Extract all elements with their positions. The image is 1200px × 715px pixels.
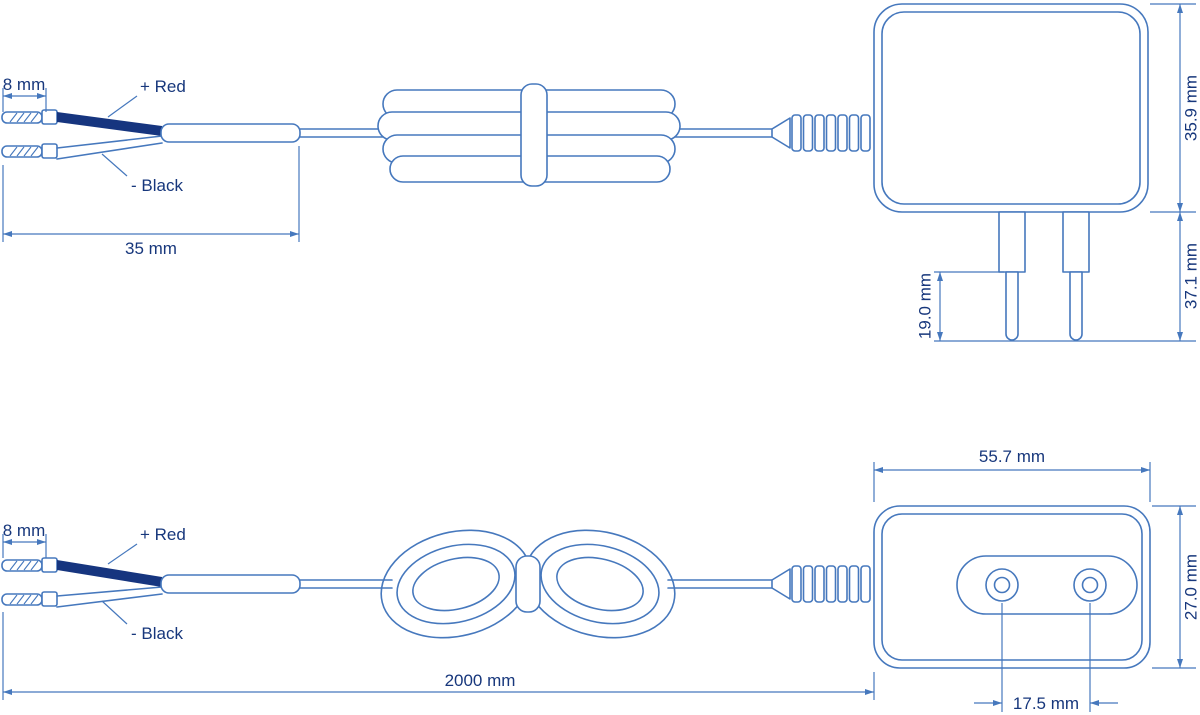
heat-shrink-front [160,574,301,594]
cable-left-front [299,579,393,589]
dim-strip-front: 8 mm [2,521,47,558]
dim-overall-height-label: 37.1 mm [1181,243,1200,309]
dim-cable-length-label: 2000 mm [445,671,516,690]
plug-prongs [998,211,1090,341]
side-view: 8 mm + Red - Black 35 mm 35.9 mm 37.1 mm [1,3,1200,342]
strain-relief [771,114,871,152]
dim-front-height: 27.0 mm [1152,505,1200,669]
cable-bundle-front [380,529,676,639]
stripped-wire-ends [1,109,58,159]
dim-front-height-label: 27.0 mm [1181,554,1200,620]
leader-red-front [107,543,138,565]
strain-relief-front [771,565,871,603]
label-black-top: - Black [131,176,183,195]
dim-pin-spacing-label: 17.5 mm [1013,694,1079,713]
dim-body-width: 55.7 mm [873,447,1151,502]
dim-body-height: 35.9 mm 37.1 mm [934,3,1200,342]
dim-body-width-label: 55.7 mm [979,447,1045,466]
red-wire-front [57,560,162,587]
adapter-body-side [873,3,1149,213]
bundle-tie-front [515,555,541,613]
leader-red-top [107,95,138,118]
dim-pin-length: 19.0 mm [915,271,1004,341]
label-red-front: + Red [140,525,186,544]
dim-body-height-label: 35.9 mm [1181,75,1200,141]
leader-black-front [101,600,128,625]
dim-pin-length-label: 19.0 mm [915,273,934,339]
black-wire-front [56,586,163,608]
bundle-tie [520,83,548,187]
black-wire [56,135,163,160]
dim-lead-length: 35 mm [2,146,300,258]
adapter-body-front [873,505,1151,669]
front-view: 8 mm + Red - Black 55.7 mm 27.0 mm 17.5 … [1,447,1200,713]
leader-black-top [101,153,128,177]
heat-shrink [160,123,301,143]
label-black-front: - Black [131,624,183,643]
dim-strip-top: 8 mm [2,75,47,112]
dim-strip-front-label: 8 mm [3,521,46,540]
cable-right-front [667,579,773,589]
red-wire [57,112,162,136]
cable-left [299,128,387,138]
dim-lead-length-label: 35 mm [125,239,177,258]
stripped-wire-ends-front [1,557,58,607]
dim-strip-top-label: 8 mm [3,75,46,94]
dim-pin-spacing: 17.5 mm [974,603,1118,713]
europlug-face [956,555,1138,615]
cable-bundle [377,83,681,187]
dim-cable-length: 2000 mm [2,612,875,700]
label-red-top: + Red [140,77,186,96]
